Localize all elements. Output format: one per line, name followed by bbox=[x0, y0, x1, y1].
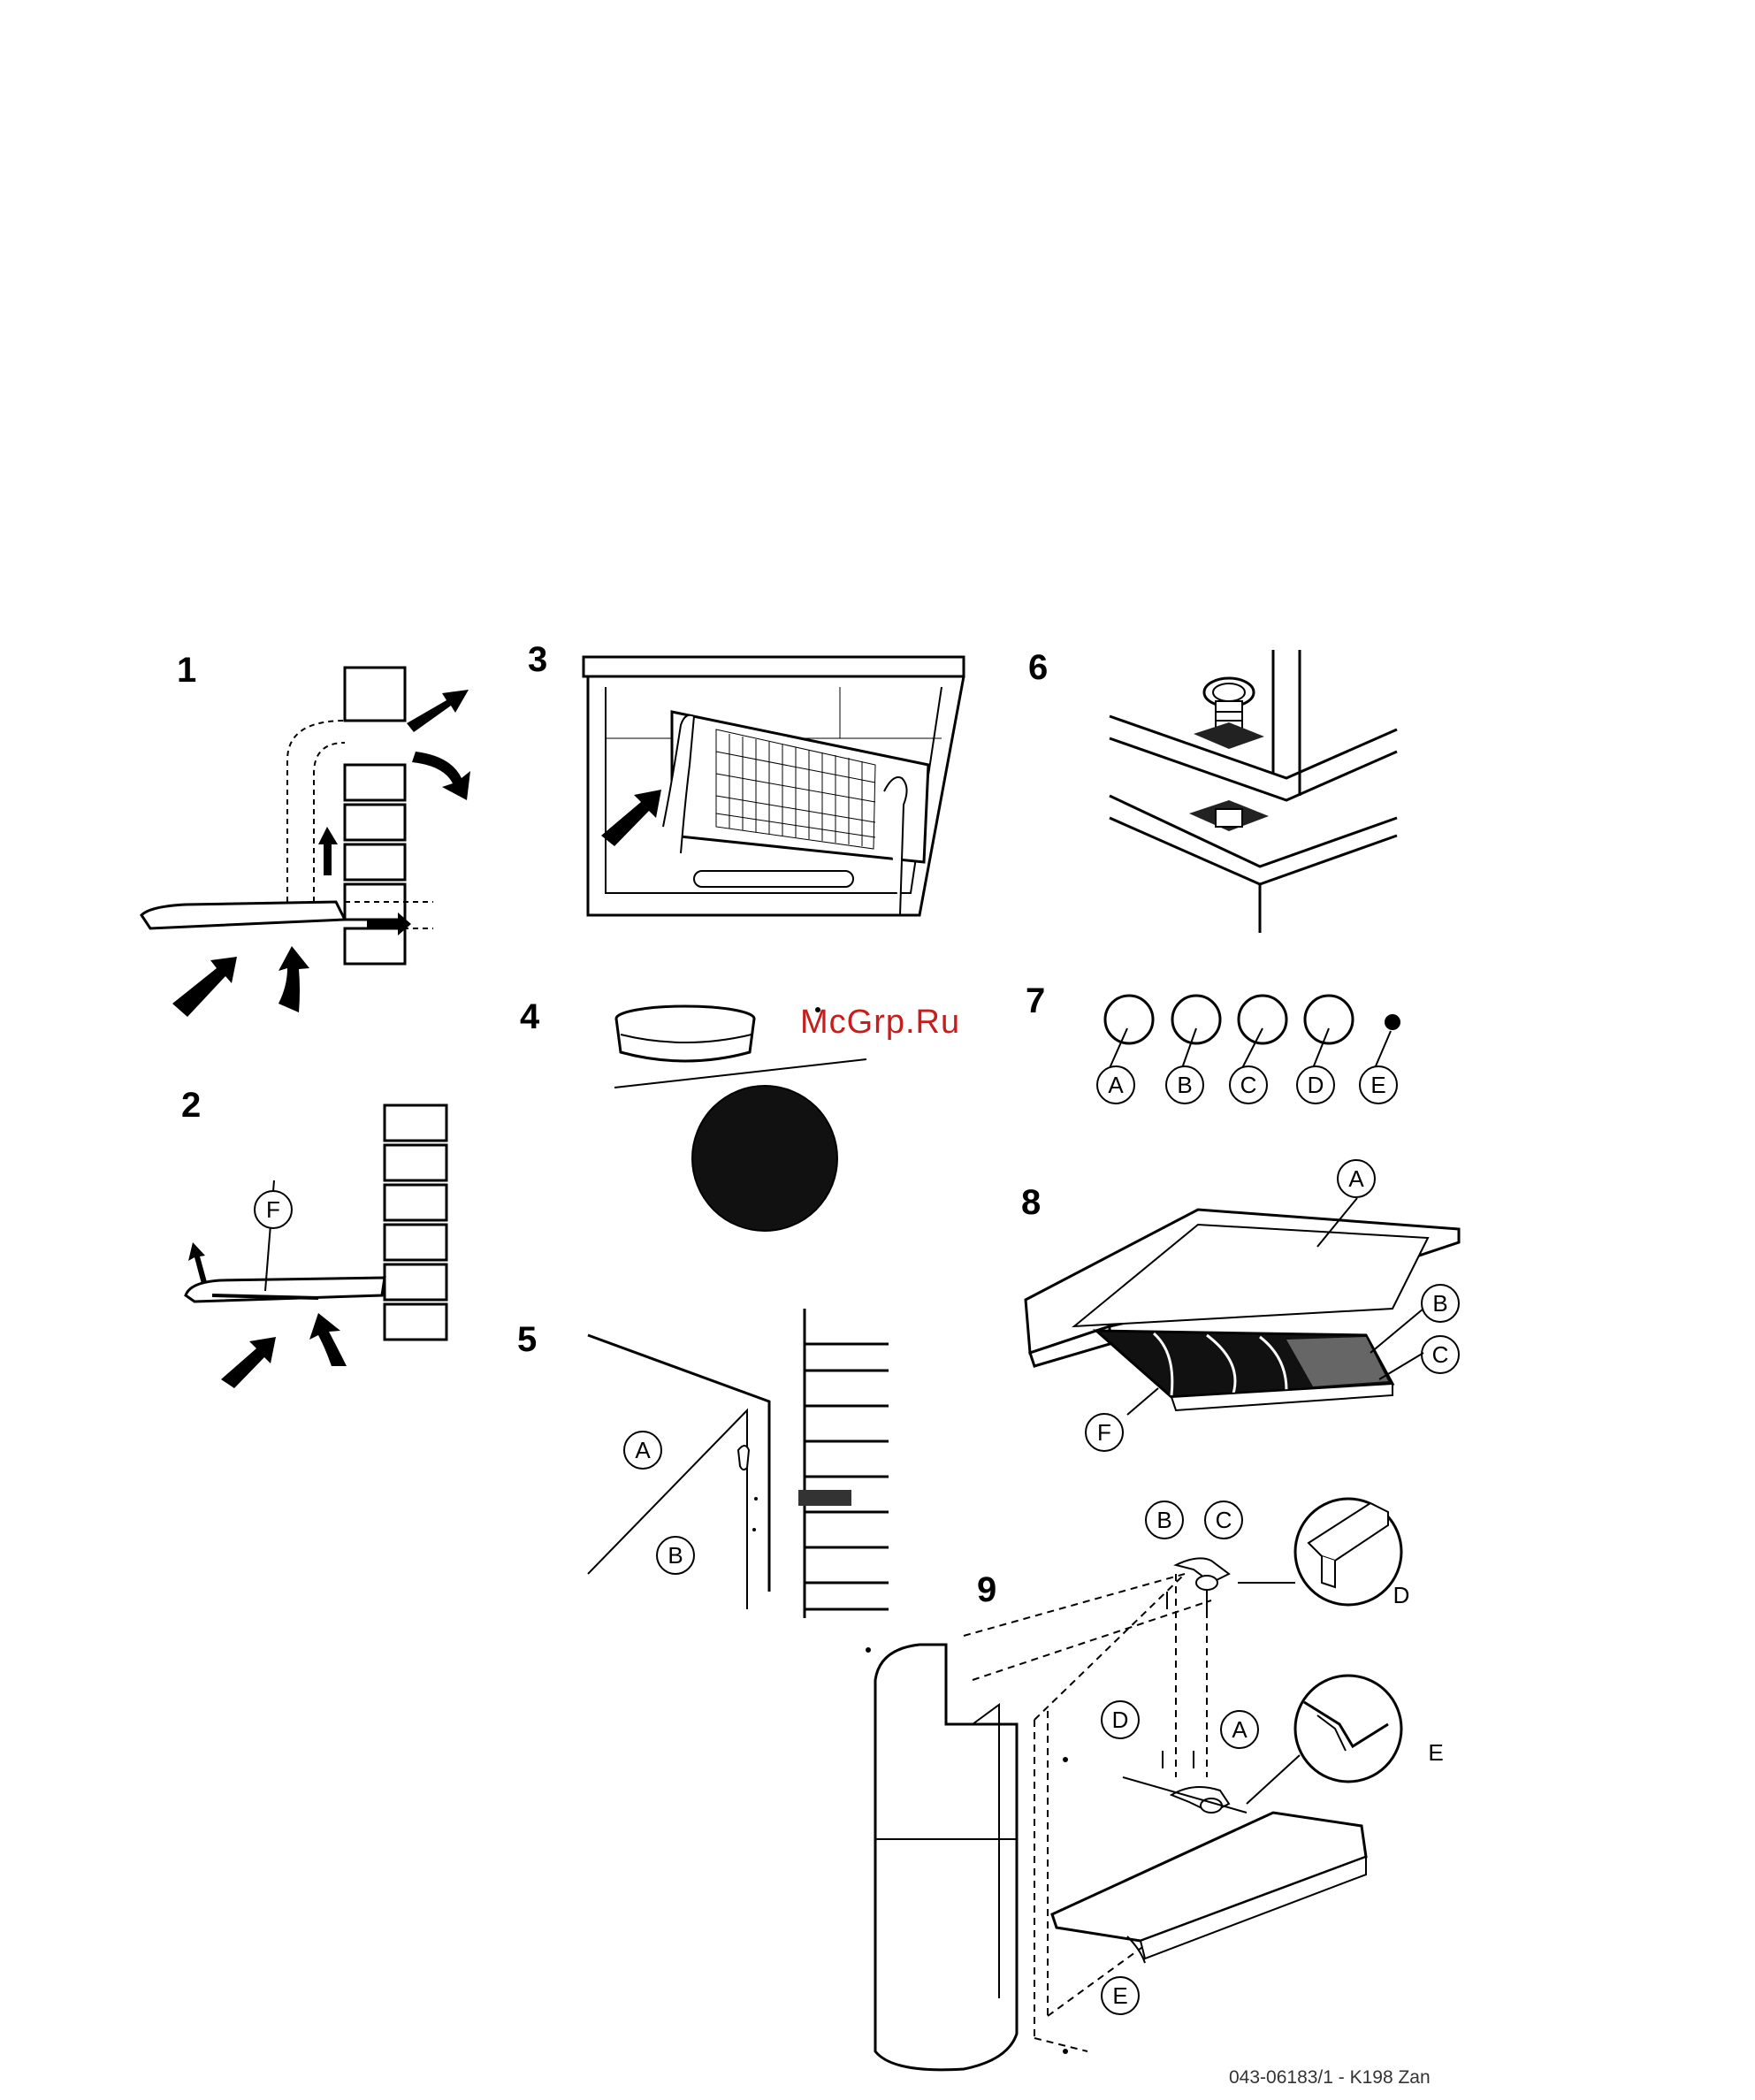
figure-7-label-e: E bbox=[1359, 1065, 1398, 1104]
figure-3-illustration bbox=[575, 650, 973, 933]
figure-9-illustration bbox=[858, 1485, 1476, 2087]
figure-7-label-a: A bbox=[1096, 1065, 1135, 1104]
figure-7-label-c: C bbox=[1229, 1065, 1268, 1104]
document-code: 043-06183/1 - K198 Zan bbox=[1229, 2067, 1431, 2089]
figure-9-label-d: D bbox=[1101, 1700, 1140, 1739]
figure-3-number: 3 bbox=[528, 642, 547, 677]
figure-1-illustration bbox=[133, 654, 504, 1026]
figure-9-label-c: C bbox=[1204, 1501, 1243, 1539]
figure-9-label-e: E bbox=[1101, 1976, 1140, 2015]
figure-9-label-e-detail: E bbox=[1416, 1733, 1455, 1772]
figure-9-label-d-detail: D bbox=[1382, 1576, 1421, 1615]
figure-4-number: 4 bbox=[520, 999, 539, 1035]
figure-7-label-d: D bbox=[1296, 1065, 1335, 1104]
figure-8-leader-lines bbox=[1087, 1176, 1459, 1441]
figure-5-label-b: B bbox=[656, 1536, 695, 1575]
figure-6-number: 6 bbox=[1028, 650, 1048, 685]
figure-9-label-b: B bbox=[1145, 1501, 1184, 1539]
watermark: McGrp.Ru bbox=[800, 1004, 960, 1042]
figure-7-number: 7 bbox=[1026, 983, 1045, 1019]
figure-5-label-a: A bbox=[623, 1431, 662, 1470]
figure-5-number: 5 bbox=[517, 1322, 537, 1357]
figure-2-label-f: F bbox=[254, 1190, 293, 1229]
figure-6-illustration bbox=[1105, 650, 1406, 942]
figure-7-label-b: B bbox=[1165, 1065, 1204, 1104]
figure-2-illustration bbox=[177, 1096, 469, 1397]
figure-9-label-a: A bbox=[1220, 1710, 1259, 1749]
